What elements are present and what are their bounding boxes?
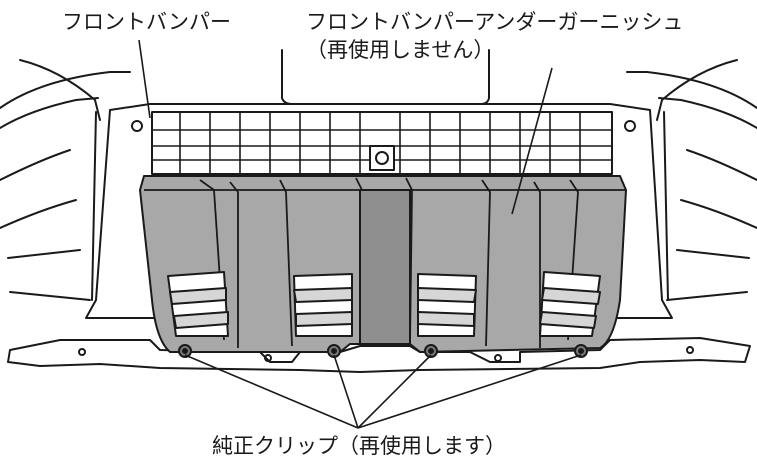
leader-clip-4 xyxy=(357,354,582,429)
grille xyxy=(151,111,613,175)
leader-lines xyxy=(138,39,582,429)
left-body-outline xyxy=(0,71,131,109)
bumper-hole-right xyxy=(624,120,636,132)
label-under-garnish-note: （再使用しません） xyxy=(306,38,495,62)
bumper-hole-left xyxy=(131,120,143,132)
grille-center-bracket xyxy=(369,145,395,171)
vent-1 xyxy=(167,271,229,337)
leader-front-bumper xyxy=(138,39,151,119)
leader-clip-1 xyxy=(184,354,359,429)
vents xyxy=(167,271,601,337)
label-under-garnish: フロントバンパーアンダーガーニッシュ xyxy=(306,10,684,34)
label-front-bumper: フロントバンパー xyxy=(62,10,232,34)
underbody-plate xyxy=(7,337,751,373)
leader-clip-3 xyxy=(357,354,432,429)
vent-2 xyxy=(293,273,353,337)
label-clip: 純正クリップ（再使用します） xyxy=(212,434,506,458)
under-garnish-panel xyxy=(139,175,627,353)
vent-3 xyxy=(417,273,477,337)
vent-4 xyxy=(539,271,601,337)
leader-clip-2 xyxy=(333,354,359,429)
right-body-outline xyxy=(626,71,757,109)
leader-under-garnish xyxy=(511,67,553,215)
bumper-frame xyxy=(85,103,673,319)
